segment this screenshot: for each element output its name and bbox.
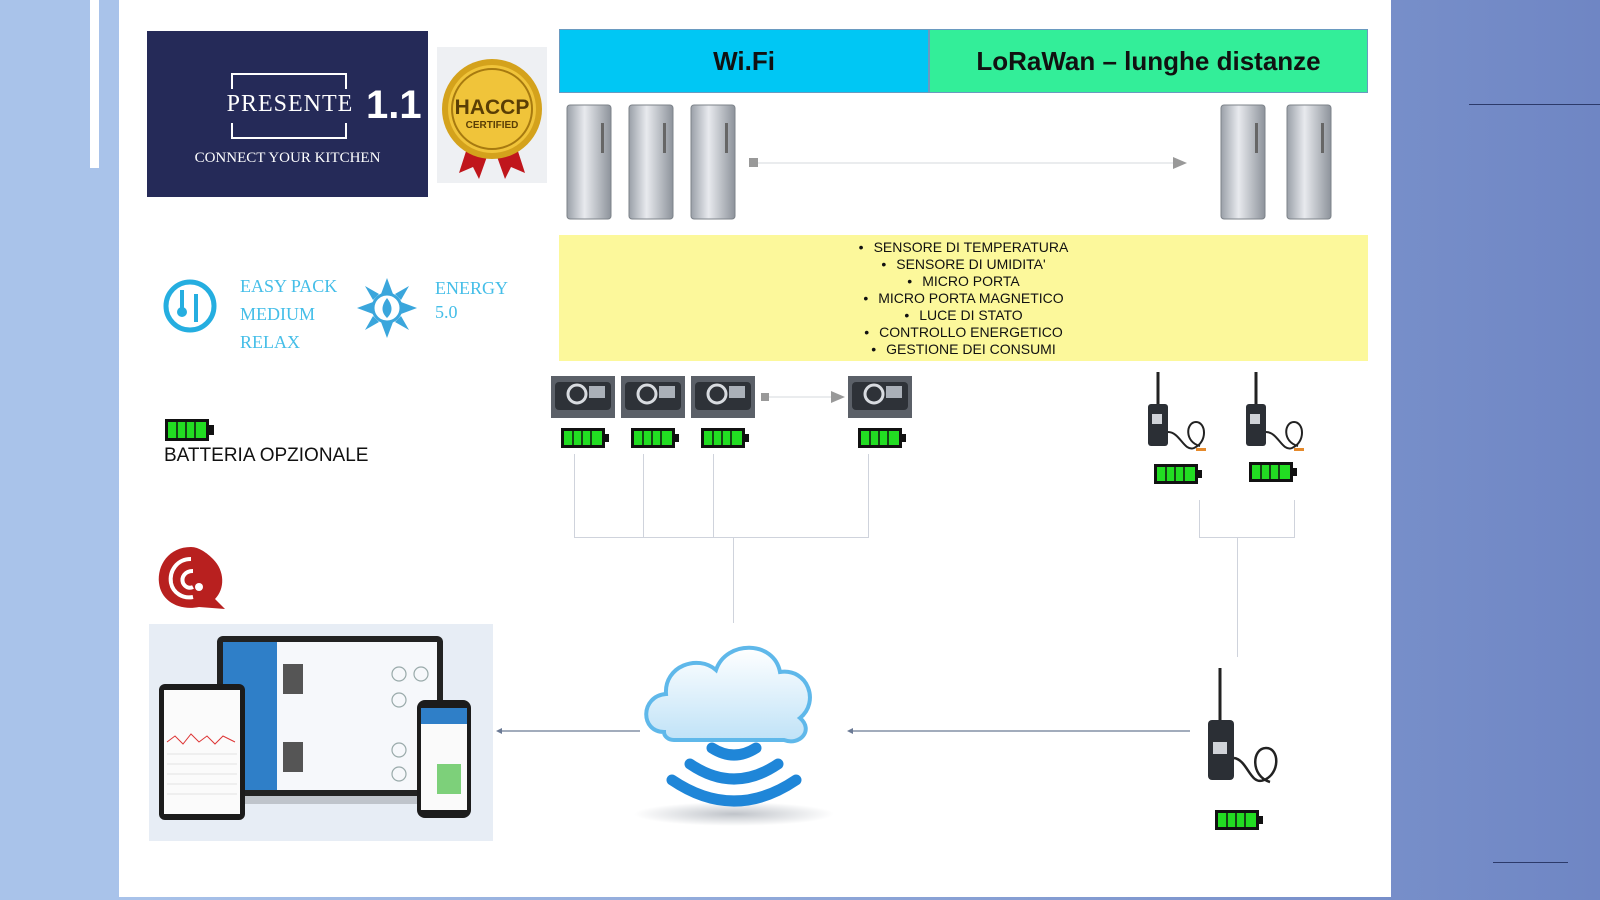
logo-name: PRESENTE — [226, 91, 354, 117]
dashboard-devices-icon — [159, 636, 471, 820]
haccp-badge: HACCP CERTIFIED — [437, 47, 547, 183]
connector-line — [733, 537, 734, 623]
sensor-icon — [689, 376, 757, 420]
feature-item: GESTIONE DEI CONSUMI — [559, 341, 1368, 358]
energy-line: ENERGY — [435, 278, 508, 298]
easy-pack-text: EASY PACK MEDIUM RELAX — [240, 272, 337, 356]
connector-line — [1237, 537, 1238, 657]
cloud-icon — [634, 645, 834, 826]
lorawan-sensors — [1146, 372, 1306, 485]
feature-item: SENSORE DI UMIDITA' — [559, 256, 1368, 273]
decorative-line — [1493, 862, 1568, 863]
sensor-icon — [619, 376, 687, 420]
feature-item: CONTROLLO ENERGETICO — [559, 324, 1368, 341]
fridge-icon — [566, 104, 612, 220]
feature-item: LUCE DI STATO — [559, 307, 1368, 324]
pack-line: RELAX — [240, 332, 300, 352]
lorawan-fridges — [1220, 104, 1332, 220]
energy-line: 5.0 — [435, 302, 458, 322]
sensor-icon — [846, 376, 914, 420]
haccp-subtitle: CERTIFIED — [466, 120, 519, 131]
pack-line: EASY PACK — [240, 276, 338, 296]
slide: PRESENTE 1.1 CONNECT YOUR KITCHEN HACCP … — [119, 0, 1391, 897]
battery-icon — [1153, 463, 1203, 485]
energy-text: ENERGY 5.0 — [435, 276, 508, 324]
feature-item: MICRO PORTA — [559, 273, 1368, 290]
gateway-to-cloud-arrow — [847, 728, 1190, 734]
lorawan-header: LoRaWan – lunghe distanze — [929, 29, 1368, 93]
connector-line — [868, 454, 869, 538]
features-box: SENSORE DI TEMPERATURA SENSORE DI UMIDIT… — [559, 235, 1368, 361]
feature-item: MICRO PORTA MAGNETICO — [559, 290, 1368, 307]
battery-icon — [165, 419, 214, 441]
battery-icon — [700, 427, 750, 449]
presente-logo: PRESENTE 1.1 CONNECT YOUR KITCHEN — [147, 31, 428, 197]
battery-icon — [630, 427, 680, 449]
battery-label: BATTERIA OPZIONALE — [164, 445, 369, 466]
feature-item: SENSORE DI TEMPERATURA — [559, 239, 1368, 256]
features-list: SENSORE DI TEMPERATURA SENSORE DI UMIDIT… — [559, 235, 1368, 358]
haccp-seal-icon: HACCP CERTIFIED — [442, 59, 542, 179]
fridge-icon — [628, 104, 674, 220]
battery-icon — [560, 427, 610, 449]
haccp-title: HACCP — [455, 96, 530, 119]
logo-tagline: CONNECT YOUR KITCHEN — [194, 150, 381, 166]
pack-line: MEDIUM — [240, 304, 315, 324]
connector-line — [713, 454, 714, 538]
logo-version: 1.1 — [366, 83, 422, 127]
brand-swirl-icon — [158, 547, 225, 609]
fridge-icon — [690, 104, 736, 220]
decorative-line — [1469, 104, 1600, 105]
wifi-fridges — [566, 104, 736, 220]
battery-icon — [1214, 809, 1264, 831]
connector-line — [1294, 500, 1295, 538]
connector-line — [1199, 537, 1295, 538]
lorawan-sensor-icon — [1244, 372, 1306, 453]
logo-frame — [231, 73, 347, 139]
connector-line — [574, 454, 575, 538]
fridge-icon — [1286, 104, 1332, 220]
left-accent-bar — [90, 0, 99, 168]
connector-line — [574, 537, 869, 538]
connector-line — [643, 454, 644, 538]
lorawan-gateway — [1208, 668, 1278, 831]
lorawan-sensor-icon — [1146, 372, 1208, 453]
cloud-to-dashboard-arrow — [496, 728, 640, 734]
connector-line — [1199, 500, 1200, 538]
battery-icon — [857, 427, 907, 449]
battery-icon — [1248, 461, 1298, 483]
sensor-icon — [551, 376, 617, 420]
easy-pack-icon — [163, 279, 217, 333]
energy-icon — [357, 278, 417, 338]
fridge-arrow — [749, 157, 1187, 169]
wifi-header: Wi.Fi — [559, 29, 929, 93]
fridge-icon — [1220, 104, 1266, 220]
dashboard-devices-image — [149, 624, 493, 841]
wifi-sensors — [551, 376, 914, 449]
